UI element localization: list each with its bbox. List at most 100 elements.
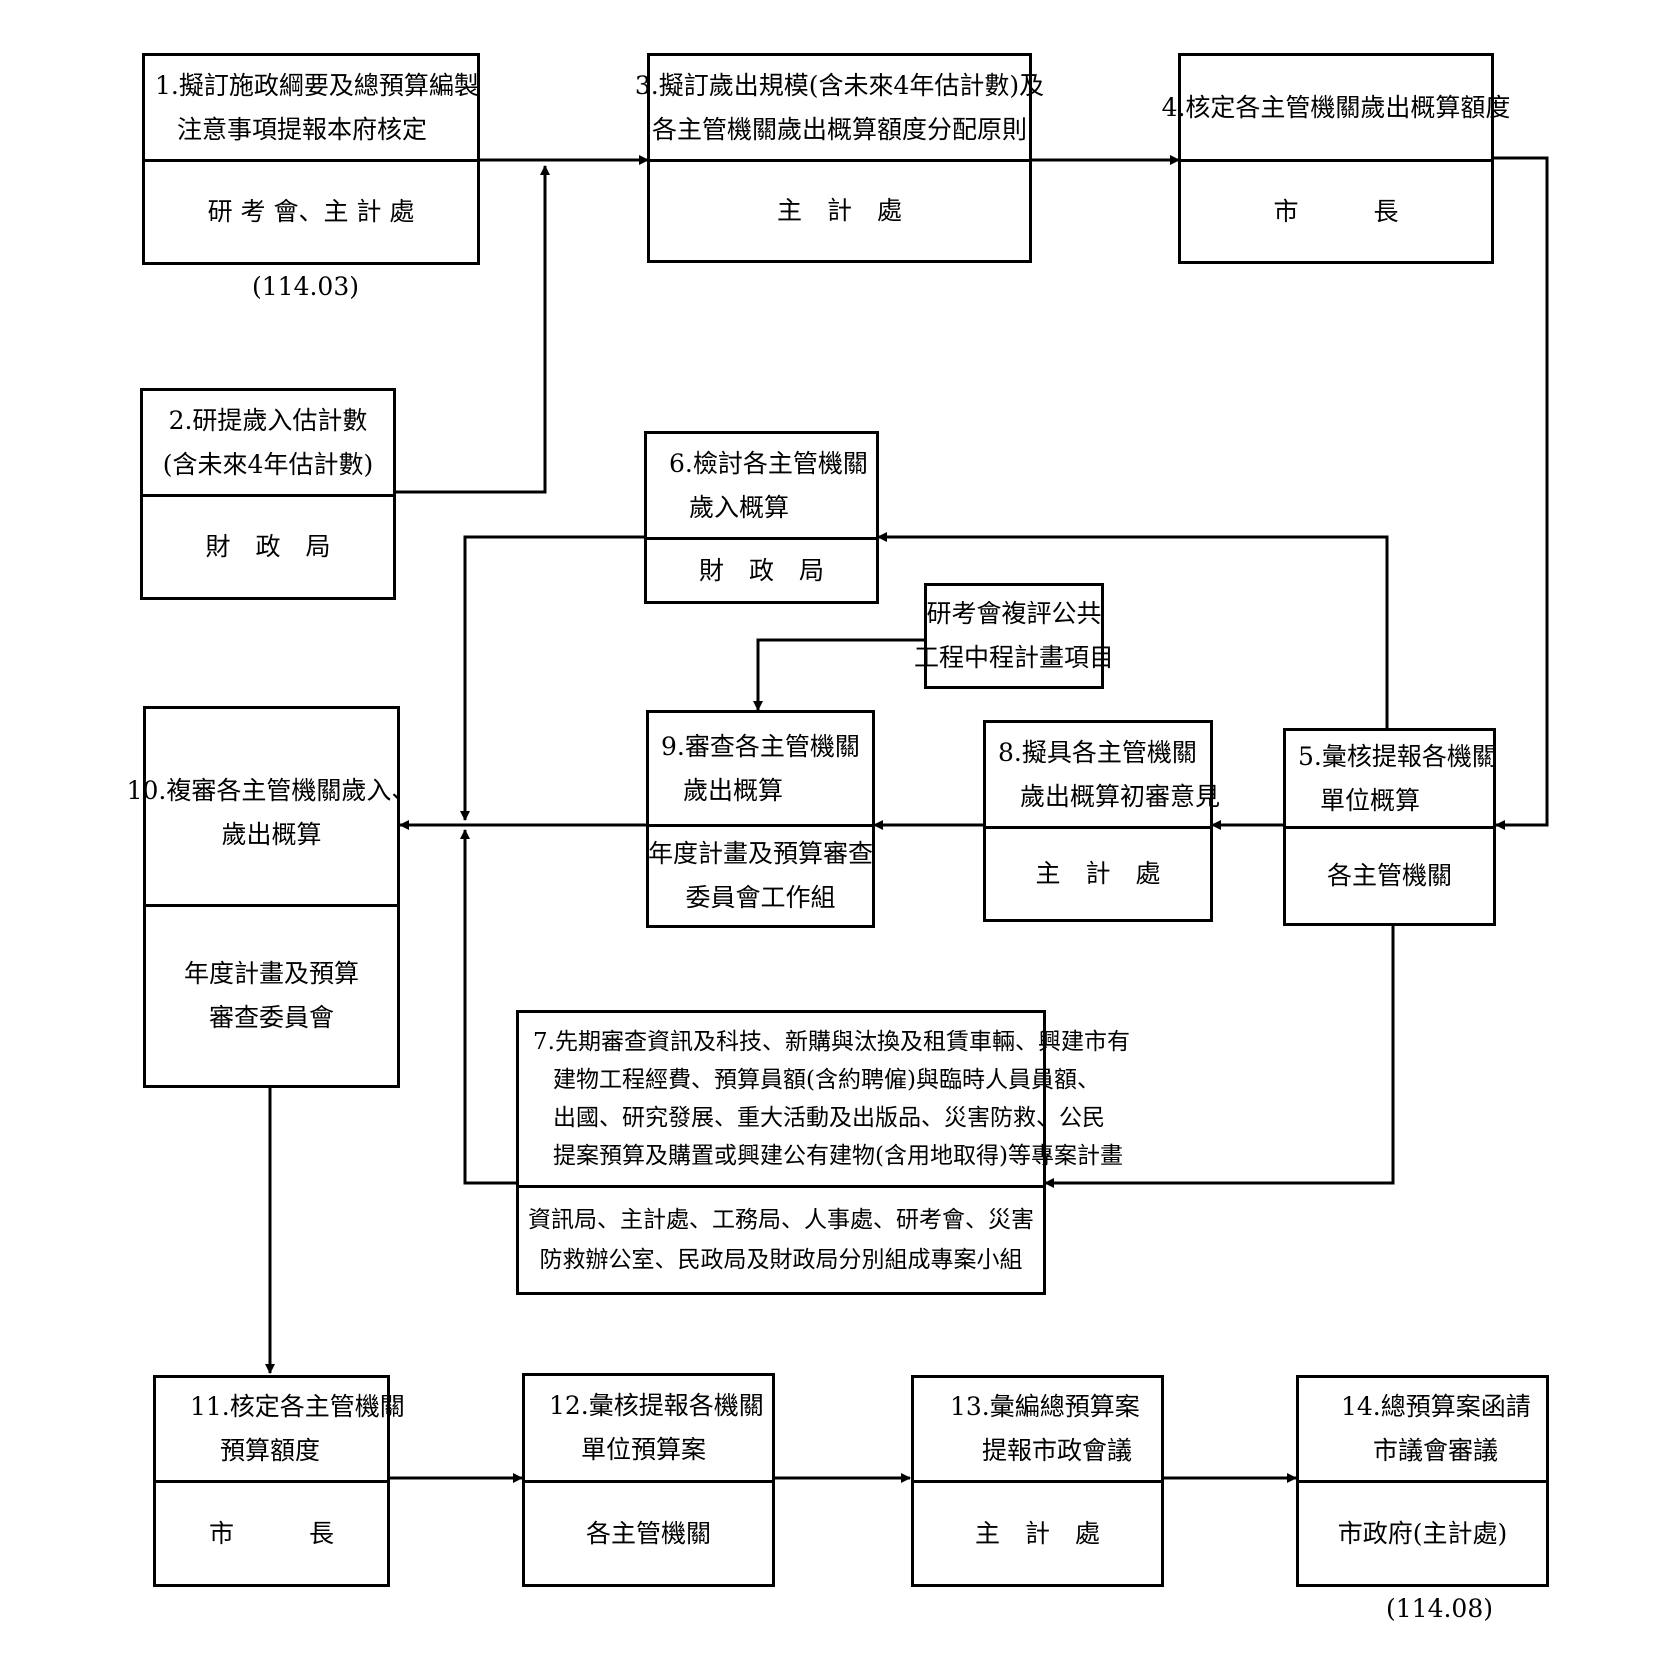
step-13-title-line-1: 13.彙編總預算案 [950,1392,1140,1421]
step-14-title-line-1: 14.總預算案函請 [1341,1392,1531,1421]
end-date-note: (114.08) [1386,1594,1493,1623]
step-8-owner: 主 計 處 [986,829,1210,919]
step-4-box: 4.核定各主管機關歲出概算額度 市 長 [1162,53,1510,264]
step-8-box: 8.擬具各主管機關歲出概算初審意見 主 計 處 [983,720,1220,922]
step-5-owner-line-1: 各主管機關 [1326,861,1452,890]
arrow-5-to-6 [877,532,1389,728]
step-6-title-line-2: 歲入概算 [689,492,790,522]
step-5-title-line-1: 5.彙核提報各機關 [1298,741,1497,771]
step-12-title: 12.彙核提報各機關單位預算案 [525,1376,772,1483]
step-14-owner: 市政府(主計處) [1299,1483,1546,1584]
step-3-box: 3.擬訂歲出規模(含未來4年估計數)及各主管機關歲出概算額度分配原則 主 計 處 [635,53,1044,263]
step-5-owner: 各主管機關 [1286,829,1493,923]
step-9-title-line-2: 歲出概算 [683,775,784,805]
start-date-note: (114.03) [252,272,359,301]
step-3-title-line-1: 3.擬訂歲出規模(含未來4年估計數)及 [634,70,1045,100]
step-11-owner-line-1: 市 長 [208,1518,334,1548]
step-1-owner-line-1: 研 考 會、主 計 處 [207,197,415,226]
step-13-owner: 主 計 處 [914,1483,1161,1584]
step-6-owner: 財 政 局 [647,540,876,601]
review-public-works-line-2: 工程中程計畫項目 [914,643,1115,672]
arrow-rdec-to-9 [753,638,925,711]
step-5-box: 5.彙核提報各機關單位概算 各主管機關 [1283,728,1497,926]
arrow-5-to-7 [1044,925,1395,1188]
step-14-title: 14.總預算案函請市議會審議 [1299,1378,1546,1483]
step-7-owner-line-1: 資訊局、主計處、工務局、人事處、研考會、災害 [528,1207,1034,1233]
step-3-owner: 主 計 處 [650,162,1029,260]
step-5-title-line-2: 單位概算 [1320,785,1421,815]
step-5-title: 5.彙核提報各機關單位概算 [1286,731,1497,829]
step-4-owner: 市 長 [1181,162,1491,261]
step-3-title-line-2: 各主管機關歲出概算額度分配原則 [651,114,1027,144]
step-10-title-line-2: 歲出概算 [221,820,322,849]
step-6-owner-line-1: 財 政 局 [698,555,824,585]
step-4-owner-line-1: 市 長 [1273,196,1399,226]
step-9-owner-line-1: 年度計畫及預算審查 [648,839,874,868]
step-8-title: 8.擬具各主管機關歲出概算初審意見 [986,723,1220,829]
step-3-owner-line-1: 主 計 處 [776,196,902,225]
arrow-7-to-10 [460,829,517,1185]
step-9-box: 9.審查各主管機關歲出概算 年度計畫及預算審查委員會工作組 [646,710,875,928]
step-2-owner-line-1: 財 政 局 [205,532,331,561]
step-9-title: 9.審查各主管機關歲出概算 [649,713,872,827]
step-7-title: 7.先期審查資訊及科技、新購與汰換及租賃車輛、興建市有建物工程經費、預算員額(含… [519,1013,1130,1188]
step-4-title-line-1: 4.核定各主管機關歲出概算額度 [1161,92,1511,122]
step-2-title: 2.研提歲入估計數 (含未來4年估計數) [143,391,393,497]
step-10-owner-line-1: 年度計畫及預算 [183,959,359,988]
step-12-title-line-2: 單位預算案 [581,1435,707,1464]
step-1-title-line-2: 注意事項提報本府核定 [177,114,428,144]
step-11-owner: 市 長 [156,1483,387,1584]
step-8-owner-line-1: 主 計 處 [1035,859,1161,888]
step-7-title-line-4: 提案預算及購置或興建公有建物(含用地取得)等專案計畫 [553,1143,1123,1169]
review-public-works-box: 研考會複評公共工程中程計畫項目 [914,583,1114,689]
step-7-title-line-3: 出國、研究發展、重大活動及出版品、災害防救、公民 [553,1105,1105,1131]
step-8-title-line-1: 8.擬具各主管機關 [998,737,1197,767]
step-11-title: 11.核定各主管機關預算額度 [156,1378,405,1483]
step-6-title: 6.檢討各主管機關歲入概算 [647,434,876,540]
review-public-works-line-1: 研考會複評公共 [926,599,1102,628]
step-9-owner-line-2: 委員會工作組 [685,883,836,912]
step-7-owner-line-2: 防救辦公室、民政局及財政局分別組成專案小組 [539,1247,1023,1273]
step-7-title-line-1: 7.先期審查資訊及科技、新購與汰換及租賃車輛、興建市有 [533,1029,1130,1055]
step-10-owner: 年度計畫及預算審查委員會 [146,907,397,1085]
step-4-title: 4.核定各主管機關歲出概算額度 [1162,56,1510,162]
step-10-box: 10.複審各主管機關歲入、歲出概算 年度計畫及預算審查委員會 [127,706,416,1088]
step-1-title-line-1: 1.擬訂施政綱要及總預算編製 [155,70,479,100]
step-11-title-line-2: 預算額度 [220,1436,321,1465]
step-9-title-line-1: 9.審查各主管機關 [661,731,860,761]
step-13-title: 13.彙編總預算案提報市政會議 [914,1378,1161,1483]
step-6-box: 6.檢討各主管機關歲入概算 財 政 局 [644,431,879,604]
step-12-owner-line-1: 各主管機關 [585,1518,711,1548]
step-10-title: 10.複審各主管機關歲入、歲出概算 [127,709,416,907]
step-13-title-line-2: 提報市政會議 [982,1436,1133,1465]
step-1-owner: 研 考 會、主 計 處 [145,162,477,262]
step-6-title-line-1: 6.檢討各主管機關 [669,448,868,478]
step-2-box: 2.研提歲入估計數 (含未來4年估計數) 財 政 局 [140,388,396,600]
step-2-title-line-1: 2.研提歲入估計數 [168,405,368,435]
step-1-title: 1.擬訂施政綱要及總預算編製注意事項提報本府核定 [145,56,479,162]
review-public-works-title: 研考會複評公共工程中程計畫項目 [914,586,1114,686]
step-14-owner-line-1: 市政府(主計處) [1337,1518,1508,1548]
step-7-title-line-2: 建物工程經費、預算員額(含約聘僱)與臨時人員員額、 [553,1067,1100,1093]
step-13-box: 13.彙編總預算案提報市政會議 主 計 處 [911,1375,1164,1587]
step-12-title-line-1: 12.彙核提報各機關 [549,1391,764,1420]
step-12-box: 12.彙核提報各機關單位預算案 各主管機關 [522,1373,775,1587]
step-14-title-line-2: 市議會審議 [1373,1436,1499,1465]
arrow-4-to-5 [1493,156,1549,830]
step-3-title: 3.擬訂歲出規模(含未來4年估計數)及各主管機關歲出概算額度分配原則 [635,56,1044,162]
step-12-owner: 各主管機關 [525,1483,772,1584]
step-10-title-line-1: 10.複審各主管機關歲入、 [126,776,417,805]
step-7-owner: 資訊局、主計處、工務局、人事處、研考會、災害防救辦公室、民政局及財政局分別組成專… [519,1188,1043,1292]
step-10-owner-line-2: 審查委員會 [208,1003,334,1032]
step-2-title-line-2: (含未來4年估計數) [162,449,374,479]
step-11-title-line-1: 11.核定各主管機關 [190,1392,405,1421]
step-8-title-line-2: 歲出概算初審意見 [1020,781,1221,811]
step-11-box: 11.核定各主管機關預算額度 市 長 [153,1375,405,1587]
arrow-2-to-3 [395,165,550,494]
step-7-box: 7.先期審查資訊及科技、新購與汰換及租賃車輛、興建市有建物工程經費、預算員額(含… [516,1010,1130,1295]
arrow-6-to-10 [460,535,645,821]
step-14-box: 14.總預算案函請市議會審議 市政府(主計處) [1296,1375,1549,1587]
step-1-box: 1.擬訂施政綱要及總預算編製注意事項提報本府核定 研 考 會、主 計 處 [142,53,480,265]
